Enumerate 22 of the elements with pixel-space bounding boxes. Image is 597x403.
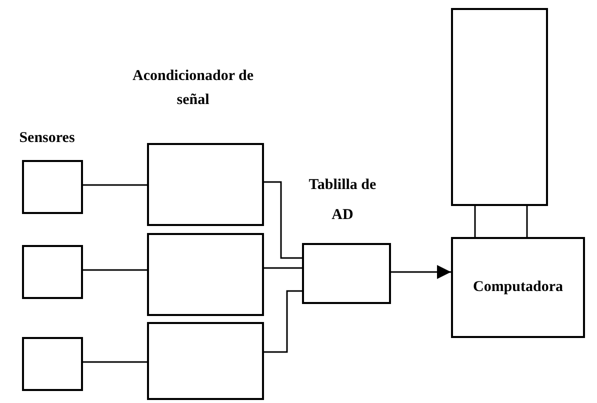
heading-label: Acondicionador de señal	[132, 67, 254, 110]
empty-box	[147, 143, 264, 226]
empty-box	[22, 337, 83, 391]
connector-line	[83, 184, 147, 186]
connector-line	[526, 206, 528, 237]
computer-box	[451, 237, 585, 338]
connector-line	[264, 267, 302, 269]
empty-box	[147, 233, 264, 316]
empty-box	[147, 322, 264, 400]
connector-line	[474, 206, 476, 237]
connector-line	[83, 269, 147, 271]
node-label: Computadora	[472, 279, 563, 296]
caption-label: Tablilla de AD	[308, 176, 378, 225]
connector-line	[83, 361, 147, 363]
connector-line	[264, 181, 302, 259]
empty-box	[22, 245, 83, 299]
connector-line	[264, 290, 302, 353]
empty-box	[451, 8, 548, 206]
empty-box	[302, 243, 391, 304]
arrow	[391, 265, 451, 279]
heading-label: Sensores	[18, 129, 76, 148]
empty-box	[22, 160, 83, 214]
